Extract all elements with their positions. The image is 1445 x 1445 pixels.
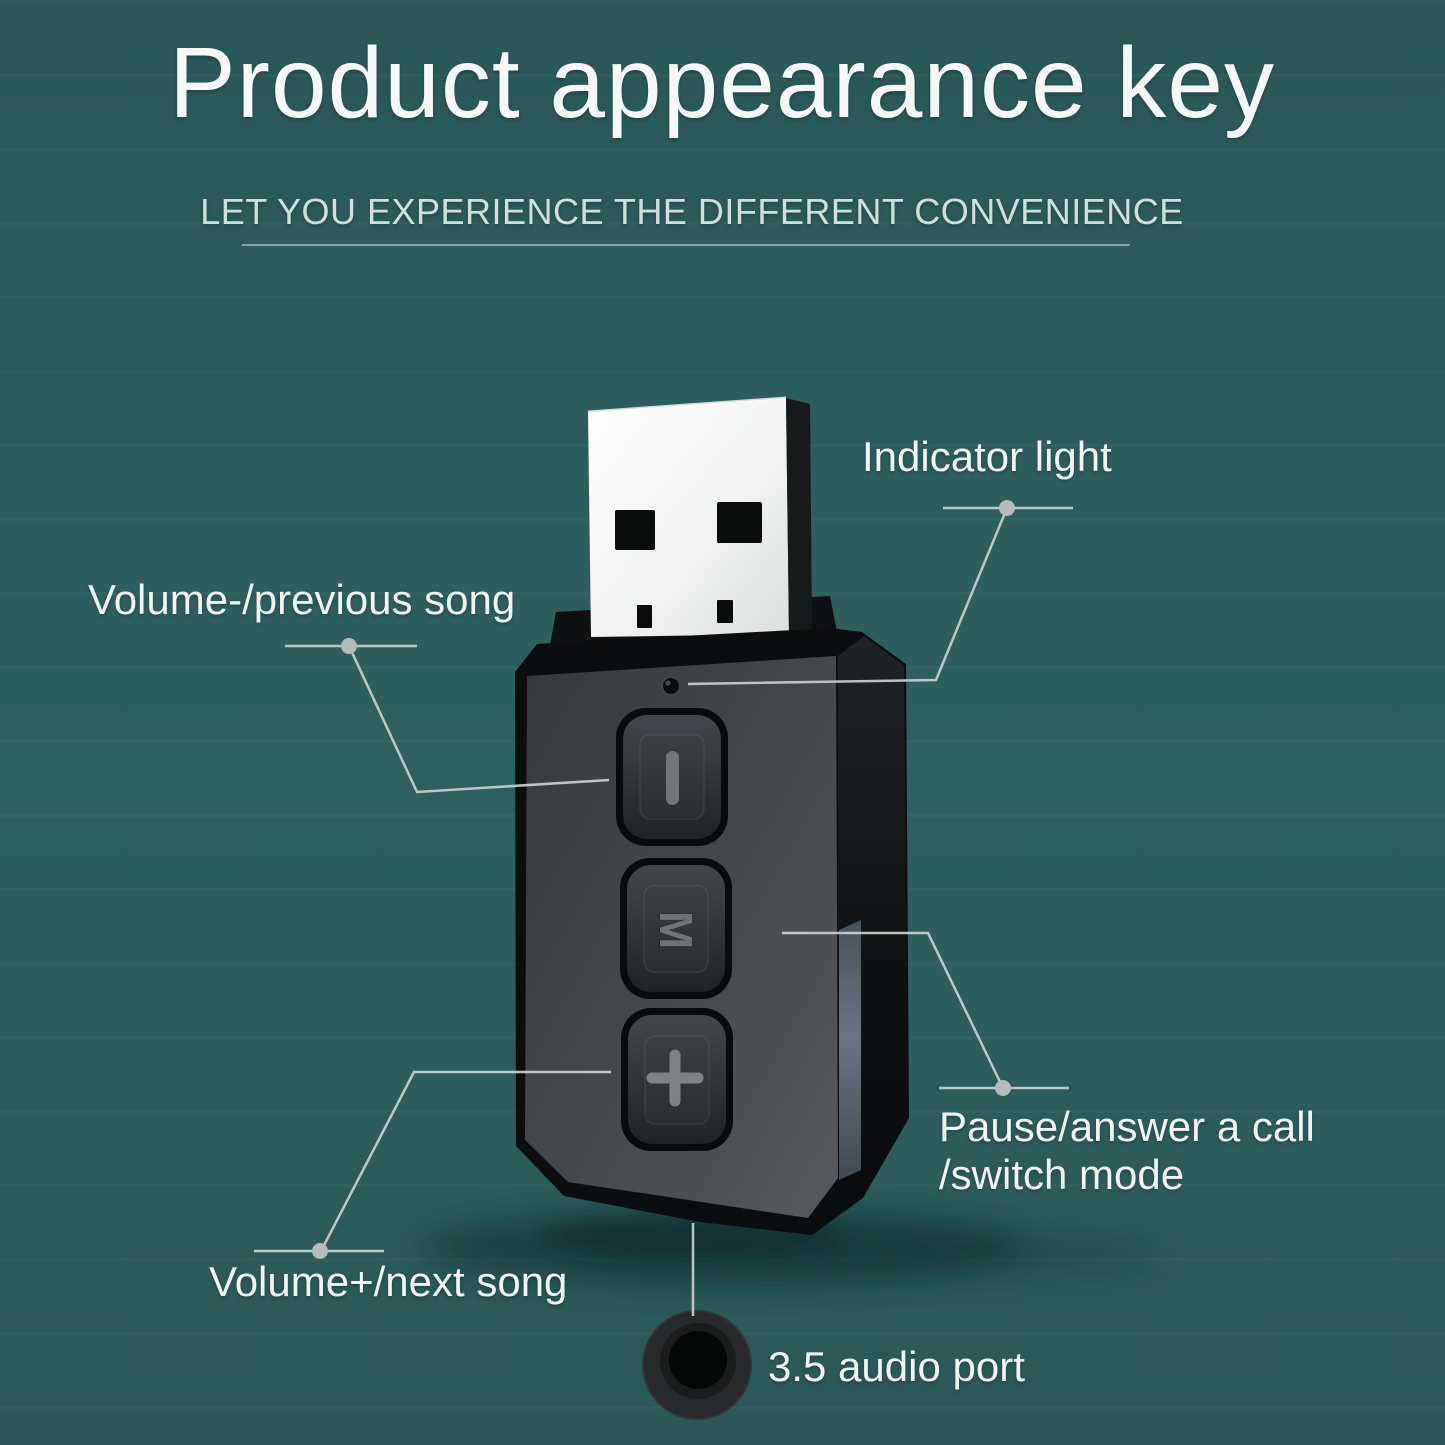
- volume-down-glyph: [666, 751, 679, 805]
- side-accent-strip: [839, 920, 861, 1180]
- audio-port-label: 3.5 audio port: [768, 1343, 1025, 1390]
- pause-switch-label-line1: Pause/answer a call: [939, 1103, 1315, 1150]
- volume-up-glyph: [646, 1049, 704, 1107]
- usb-contacts: [615, 502, 762, 628]
- pause-switch-label-line2: /switch mode: [939, 1151, 1185, 1198]
- subtitle-underline: [242, 244, 1130, 246]
- indicator-light-label: Indicator light: [862, 433, 1112, 480]
- mode-button: [620, 858, 732, 999]
- page-title: Product appearance key: [168, 27, 1276, 139]
- adapter-body: [515, 628, 909, 1235]
- page-subtitle: LET YOU EXPERIENCE THE DIFFERENT CONVENI…: [200, 191, 1184, 232]
- usb-metal-side: [786, 398, 812, 634]
- volume-up-label: Volume+/next song: [209, 1258, 568, 1305]
- callout-dots: [312, 500, 1015, 1259]
- pause-switch-label: Pause/answer a call /switch mode: [939, 1103, 1315, 1199]
- audio-jack-icon: [642, 1310, 752, 1420]
- usb-plug-icon: [547, 396, 841, 662]
- usb-top-highlight: [587, 396, 787, 414]
- volume-down-label: Volume-/previous song: [88, 576, 516, 623]
- device-shadow: [420, 1209, 1160, 1285]
- indicator-led-icon: [661, 676, 681, 696]
- volume-down-button: [616, 708, 728, 846]
- volume-up-button: [621, 1008, 733, 1151]
- mode-button-glyph: M: [650, 910, 702, 950]
- callout-lines: [254, 506, 1073, 1316]
- usb-metal-face: [588, 398, 789, 637]
